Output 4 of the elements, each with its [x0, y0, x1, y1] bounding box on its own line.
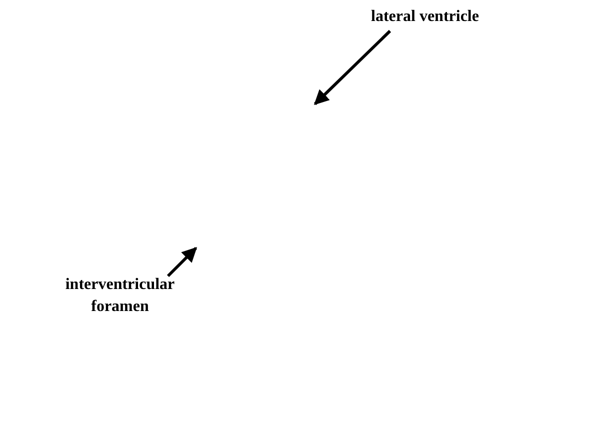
leader-line [166, 246, 198, 278]
leader-line [314, 30, 392, 106]
structure-label: interventricular foramen [45, 274, 195, 318]
structure-label: lateral ventricle [345, 6, 505, 28]
